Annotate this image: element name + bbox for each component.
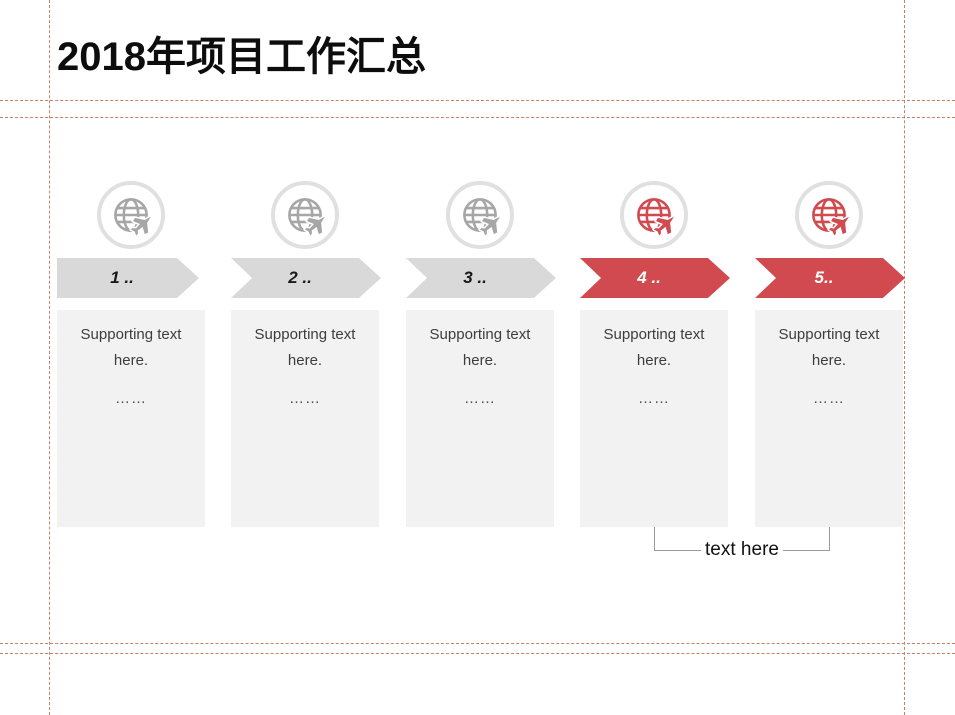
guide-line-vertical-right bbox=[904, 0, 905, 715]
globe-plane-icon bbox=[113, 197, 153, 237]
step-arrow-label: 4 .. bbox=[637, 268, 661, 287]
globe-plane-icon bbox=[462, 197, 502, 237]
step-text-box: Supporting text here. …… bbox=[406, 310, 554, 527]
callout-bracket-line-left bbox=[654, 550, 701, 551]
callout-bracket-right bbox=[829, 527, 830, 551]
step-icon-circle bbox=[446, 181, 514, 249]
step-support-text: Supporting text here. bbox=[603, 326, 705, 369]
step-arrow-5: 5.. bbox=[755, 258, 905, 298]
globe-plane-icon bbox=[811, 197, 851, 237]
step-arrow-2: 2 .. bbox=[231, 258, 381, 298]
step-text-box: Supporting text here. …… bbox=[580, 310, 728, 527]
step-icon-circle bbox=[97, 181, 165, 249]
step-support-text: Supporting text here. bbox=[254, 326, 356, 369]
step-ellipsis: …… bbox=[289, 390, 321, 407]
callout-bracket-left bbox=[654, 527, 655, 551]
callout-bracket-line-right bbox=[783, 550, 830, 551]
step-ellipsis: …… bbox=[813, 390, 845, 407]
globe-plane-icon bbox=[287, 197, 327, 237]
step-ellipsis: …… bbox=[115, 390, 147, 407]
guide-line-horizontal-bottom-1 bbox=[0, 643, 955, 644]
guide-line-horizontal-top-1 bbox=[0, 100, 955, 101]
step-text-box: Supporting text here. …… bbox=[231, 310, 379, 527]
slide-title: 2018年项目工作汇总 bbox=[57, 35, 426, 79]
callout-label: text here bbox=[705, 539, 779, 560]
step-arrow-label: 5.. bbox=[814, 268, 834, 287]
step-arrow-4: 4 .. bbox=[580, 258, 730, 298]
step-text-box: Supporting text here. …… bbox=[755, 310, 903, 527]
step-ellipsis: …… bbox=[638, 390, 670, 407]
step-support-text: Supporting text here. bbox=[80, 326, 182, 369]
guide-line-horizontal-bottom-2 bbox=[0, 653, 955, 654]
step-arrow-label: 1 .. bbox=[110, 268, 134, 287]
step-support-text: Supporting text here. bbox=[429, 326, 531, 369]
step-arrow-label: 3 .. bbox=[463, 268, 487, 287]
globe-plane-icon bbox=[636, 197, 676, 237]
step-icon-circle bbox=[795, 181, 863, 249]
step-icon-circle bbox=[620, 181, 688, 249]
guide-line-vertical-left bbox=[49, 0, 50, 715]
step-arrow-label: 2 .. bbox=[288, 268, 312, 287]
guide-line-horizontal-top-2 bbox=[0, 117, 955, 118]
step-support-text: Supporting text here. bbox=[778, 326, 880, 369]
step-arrow-3: 3 .. bbox=[406, 258, 556, 298]
step-arrow-1: 1 .. bbox=[57, 258, 199, 298]
step-text-box: Supporting text here. …… bbox=[57, 310, 205, 527]
step-ellipsis: …… bbox=[464, 390, 496, 407]
step-icon-circle bbox=[271, 181, 339, 249]
